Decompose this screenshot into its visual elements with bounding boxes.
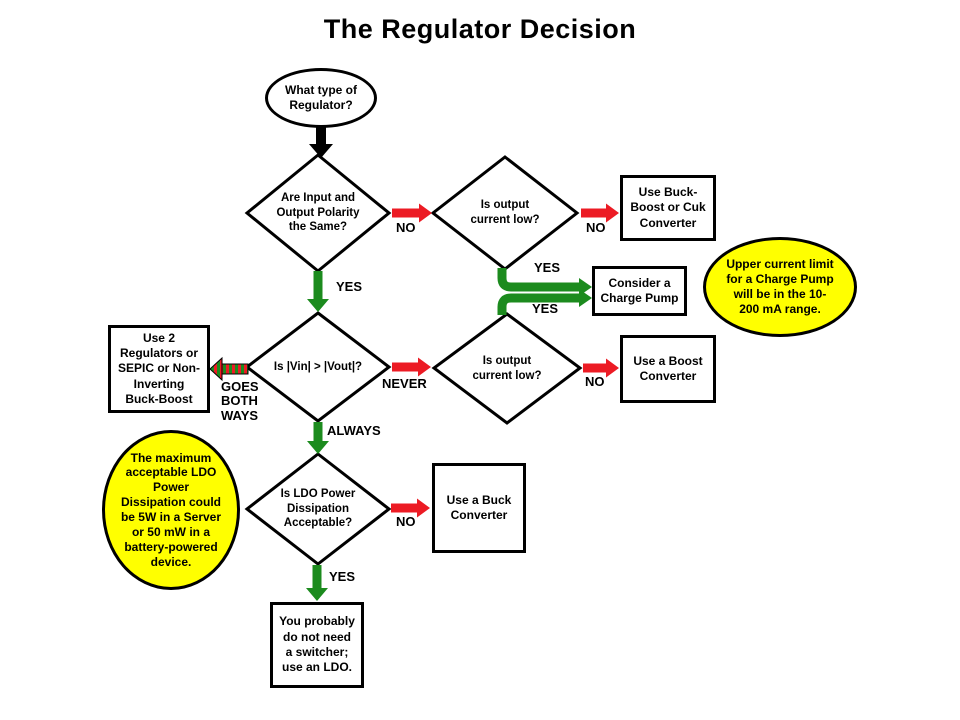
edge-label-never: NEVER — [382, 376, 427, 391]
diamond-current-top-label: Is output current low? — [470, 199, 540, 226]
arrow-no-polarity — [392, 203, 432, 223]
arrow-never-vin-vout — [392, 357, 431, 377]
arrow-yes-current-bottom-head — [579, 289, 592, 307]
arrow-yes-ldo — [306, 565, 328, 601]
diamond-current-bottom-label: Is output current low? — [472, 354, 542, 382]
arrow-no-current-top — [581, 203, 619, 223]
box-charge-pump: Consider a Charge Pump — [592, 266, 687, 316]
edge-label-no-current-bottom: NO — [585, 374, 605, 389]
note-ldo-dissipation: The maximum acceptable LDO Power Dissipa… — [102, 430, 240, 590]
arrow-goes-both-ways-head — [209, 356, 223, 382]
diamond-current-bottom-shape — [431, 312, 583, 425]
edge-label-yes-ldo: YES — [329, 569, 356, 584]
edge-label-no-polarity: NO — [396, 220, 416, 235]
diamond-ldo-label: Is LDO Power Dissipation Acceptable? — [280, 487, 356, 530]
page-title: The Regulator Decision — [323, 14, 637, 44]
box-use-ldo: You probably do not need a switcher; use… — [270, 602, 364, 688]
arrow-no-current-bottom — [583, 358, 619, 378]
box-buck-boost-cuk: Use Buck- Boost or Cuk Converter — [620, 175, 716, 241]
arrow-goes-both-ways-shaft — [221, 363, 249, 375]
note-charge-pump: Upper current limit for a Charge Pump wi… — [703, 237, 857, 337]
arrow-no-ldo — [391, 498, 430, 518]
diamond-polarity-label: Are Input and Output Polarity the Same? — [276, 191, 360, 234]
edge-label-yes-current-bottom: YES — [532, 301, 559, 316]
arrow-yes-current-top-curve — [497, 268, 579, 292]
arrow-yes-polarity — [307, 271, 329, 312]
diamond-vin-vout-shape — [244, 311, 392, 423]
box-buck: Use a Buck Converter — [432, 463, 526, 553]
arrow-yes-current-bottom-curve — [497, 293, 579, 315]
diamond-vin-vout-label: Is |Vin| > |Vout|? — [273, 360, 363, 373]
edge-label-yes-current-top: YES — [534, 260, 561, 275]
edge-label-yes-polarity: YES — [336, 279, 363, 294]
edge-label-no-ldo: NO — [396, 514, 416, 529]
box-two-regulators: Use 2 Regulators or SEPIC or Non- Invert… — [108, 325, 210, 413]
diamond-ldo-shape — [244, 452, 392, 566]
box-boost: Use a Boost Converter — [620, 335, 716, 403]
arrow-start-down — [309, 127, 333, 158]
edge-label-goes-both-ways: GOES BOTH WAYS — [221, 379, 259, 423]
arrow-always-vin-vout — [307, 422, 329, 454]
edge-label-no-current-top: NO — [586, 220, 606, 235]
start-ellipse: What type of Regulator? — [265, 68, 377, 128]
edge-label-always: ALWAYS — [327, 423, 381, 438]
